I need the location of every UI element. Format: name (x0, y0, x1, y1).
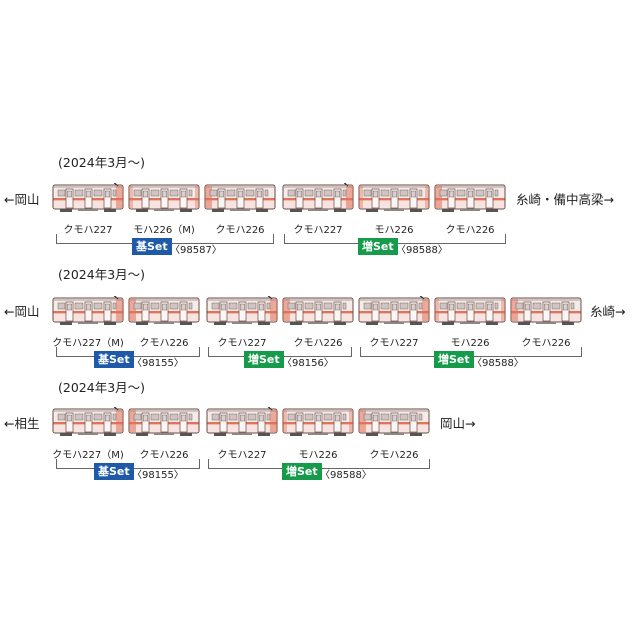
train-car (358, 183, 430, 213)
direction-right: 糸崎・備中高梁→ (516, 192, 614, 207)
set-badge-zou: 増Set (244, 351, 284, 368)
train-car (434, 296, 506, 326)
set-badge-zou: 増Set (434, 351, 474, 368)
train-car (128, 296, 200, 326)
car-name: クモハ226 (293, 338, 343, 349)
train-car (510, 296, 582, 326)
direction-left: ←相生 (4, 416, 40, 431)
car-name: クモハ226 (445, 225, 495, 236)
set-badge-kihon: 基Set (94, 463, 134, 480)
car-name: クモハ226 (139, 338, 189, 349)
car-name: クモハ226 (369, 450, 419, 461)
car-name: モハ226 (374, 225, 414, 236)
car-name: クモハ227 (217, 338, 267, 349)
set-code: 〈98156〉 (282, 358, 334, 369)
set-badge-zou: 増Set (282, 463, 322, 480)
car-name: モハ226 (450, 338, 490, 349)
train-car (282, 296, 354, 326)
train-car (128, 183, 200, 213)
train-car (204, 183, 276, 213)
set-badge-kihon: 基Set (94, 351, 134, 368)
car-name: クモハ226 (521, 338, 571, 349)
set-badge-zou: 増Set (358, 238, 398, 255)
train-car (358, 407, 430, 437)
formation-date: (2024年3月～) (58, 155, 146, 170)
set-code: 〈98587〉 (170, 245, 222, 256)
car-name: クモハ226 (215, 225, 265, 236)
direction-left: ←岡山 (4, 304, 40, 319)
car-name: クモハ226 (139, 450, 189, 461)
train-car (358, 296, 430, 326)
car-name: クモハ227 (217, 450, 267, 461)
car-name: クモハ227 (293, 225, 343, 236)
set-code: 〈98155〉 (132, 358, 184, 369)
train-car (128, 407, 200, 437)
direction-right: 糸崎→ (590, 304, 626, 319)
train-car (434, 183, 506, 213)
car-name: モハ226（M) (133, 225, 195, 236)
train-car (282, 183, 354, 213)
set-badge-kihon: 基Set (132, 238, 172, 255)
direction-left: ←岡山 (4, 192, 40, 207)
set-code: 〈98588〉 (472, 358, 524, 369)
set-code: 〈98588〉 (320, 470, 372, 481)
car-name: モハ226 (298, 450, 338, 461)
train-car (206, 296, 278, 326)
car-name: クモハ227（M) (52, 338, 124, 349)
train-car (52, 296, 124, 326)
formation-date: (2024年3月～) (58, 380, 146, 395)
direction-right: 岡山→ (440, 416, 476, 431)
car-name: クモハ227 (369, 338, 419, 349)
set-code: 〈98588〉 (396, 245, 448, 256)
car-name: クモハ227 (63, 225, 113, 236)
train-car (52, 183, 124, 213)
car-name: クモハ227（M) (52, 450, 124, 461)
train-car (282, 407, 354, 437)
train-car (52, 407, 124, 437)
formation-date: (2024年3月～) (58, 267, 146, 282)
set-code: 〈98155〉 (132, 470, 184, 481)
train-car (206, 407, 278, 437)
